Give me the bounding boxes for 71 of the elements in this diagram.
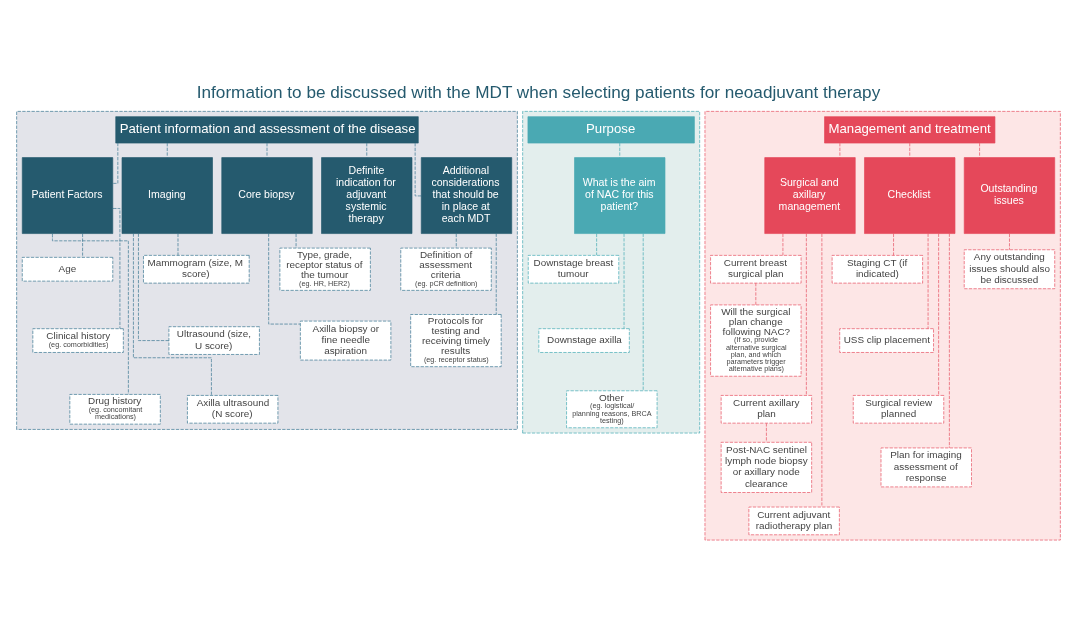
connector	[927, 233, 929, 329]
connector	[177, 233, 179, 256]
node-box: Axilla biopsy or fine needle aspiration	[300, 320, 392, 361]
node-box: Current axillary plan	[720, 395, 812, 424]
node-box: Outstanding issues	[963, 157, 1056, 234]
connector	[821, 233, 823, 508]
node-box: Other (eg. logistical/ planning reasons, BRCA testing)	[566, 390, 658, 429]
node-box: Clinical history (eg. comorbidities)	[32, 328, 124, 353]
node-box: Current adjuvant radiotherapy plan	[748, 506, 840, 536]
connector	[893, 233, 894, 256]
connector	[755, 282, 757, 306]
diagram-title: Information to be discussed with the MDT when selecting patients for neoadjuvant therapy	[196, 82, 881, 103]
connector	[82, 233, 83, 258]
node-box: Ultrasound (size, U score)	[168, 326, 260, 355]
connector	[266, 142, 268, 158]
node-box: Drug history (eg. concomitant medications)	[69, 394, 161, 425]
node-box: Additional considerations that should be in place at each MDT	[420, 157, 513, 234]
node-box: Post-NAC sentinel lymph node biopsy or axillary node clearance	[720, 442, 812, 493]
connector	[938, 233, 939, 396]
node-box: Patient Factors	[21, 157, 114, 234]
node-box: Patient information and assessment of the disease	[115, 116, 419, 144]
connector	[619, 142, 621, 158]
connector	[909, 142, 911, 158]
connector	[623, 233, 625, 329]
node-box: Current breast surgical plan	[710, 255, 802, 284]
cluster	[522, 111, 700, 434]
connector	[112, 208, 121, 329]
node-box: Management and treatment	[824, 116, 996, 144]
connector	[366, 142, 368, 158]
connector	[596, 233, 597, 256]
connector	[495, 233, 497, 315]
node-box: Downstage breast tumour	[527, 255, 620, 284]
connector	[1009, 233, 1010, 251]
connector	[782, 233, 784, 256]
connector	[52, 233, 129, 395]
node-box: Will the surgical plan change following NAC? (If so, provide alternative surgical plan, and which parameters trigger alternative plans)	[710, 304, 802, 377]
node-box: Plan for imaging assessment of response	[880, 447, 972, 488]
node-box: Checklist	[864, 157, 956, 234]
node-box: Downstage axilla	[538, 328, 630, 353]
connector	[268, 233, 301, 325]
connector	[979, 142, 980, 158]
node-box: Imaging	[121, 157, 213, 234]
node-box: What is the aim of NAC for this patient?	[574, 157, 666, 234]
node-box: Axilla ultrasound (N score)	[187, 395, 279, 424]
node-box: USS clip placement	[839, 328, 934, 353]
node-box: Type, grade, receptor status of the tumour (eg. HR, HER2)	[279, 247, 371, 291]
node-box: Definition of assessment criteria (eg. pCR definition)	[400, 247, 492, 291]
connector	[138, 233, 170, 341]
connector	[166, 142, 168, 158]
connector	[112, 142, 119, 184]
connector	[414, 142, 422, 197]
node-box: Core biopsy	[221, 157, 313, 234]
connector	[455, 233, 457, 249]
node-box: Protocols for testing and receiving timely results (eg. receptor status)	[410, 314, 502, 367]
connector	[295, 233, 297, 249]
node-box: Any outstanding issues should also be discussed	[963, 249, 1056, 290]
connector	[806, 233, 807, 396]
cluster	[16, 111, 518, 430]
node-box: Purpose	[527, 116, 695, 144]
node-box: Surgical and axillary management	[764, 157, 856, 234]
node-box: Surgical review planned	[852, 395, 945, 424]
connector	[642, 233, 644, 392]
connector	[766, 423, 767, 443]
node-box: Definite indication for adjuvant systemic therapy	[321, 157, 413, 234]
node-box: Mammogram (size, M score)	[143, 255, 250, 284]
connector	[839, 142, 841, 158]
cluster	[704, 111, 1061, 541]
connector	[133, 233, 212, 396]
connector	[949, 233, 950, 449]
node-box: Age	[21, 257, 114, 282]
node-box: Staging CT (if indicated)	[831, 255, 923, 284]
